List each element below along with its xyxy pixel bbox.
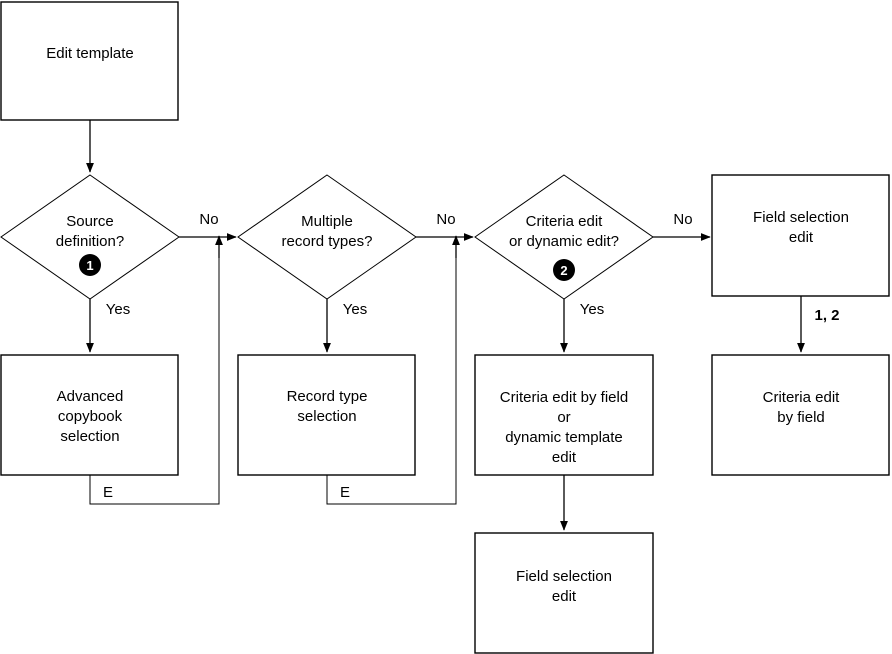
node-source-definition[interactable] [0, 174, 180, 300]
edge-label-yes-2: Yes [343, 301, 367, 318]
node-source-definition-line1: Source [66, 213, 114, 230]
node-field-selection-edit-bottom-line1: Field selection [516, 568, 612, 585]
node-criteria-edit-dynamic-template-line3: dynamic template [505, 429, 623, 446]
edge-label-no-2: No [436, 211, 455, 228]
edge-label-return-e-1: E [103, 484, 113, 501]
node-criteria-or-dynamic-edit-line1: Criteria edit [526, 213, 604, 230]
node-advanced-copybook-selection-line2: copybook [58, 408, 123, 425]
edge-label-yes-3: Yes [580, 301, 604, 318]
node-field-selection-edit-right[interactable] [711, 174, 890, 297]
badge-label-two: 2 [560, 263, 567, 278]
connector-return-loop-advanced-copybook [89, 244, 220, 505]
node-criteria-edit-dynamic-template-line4: edit [552, 449, 577, 466]
node-multiple-record-types[interactable] [237, 174, 417, 300]
node-criteria-edit-by-field[interactable] [711, 354, 890, 476]
edge-label-one-two: 1, 2 [814, 307, 839, 324]
badge-label-one: 1 [86, 258, 93, 273]
badge-circle-two [553, 259, 575, 281]
node-multiple-record-types-line2: record types? [282, 233, 373, 250]
node-record-type-selection-line2: selection [297, 408, 356, 425]
node-field-selection-edit-bottom[interactable] [474, 532, 654, 654]
node-advanced-copybook-selection[interactable] [0, 354, 179, 476]
edge-label-no-1: No [199, 211, 218, 228]
node-criteria-edit-dynamic-template-line2: or [557, 409, 570, 426]
node-field-selection-edit-bottom-line2: edit [552, 588, 577, 605]
node-record-type-selection[interactable] [237, 354, 416, 476]
node-multiple-record-types-line1: Multiple [301, 213, 353, 230]
node-advanced-copybook-selection-line3: selection [60, 428, 119, 445]
node-edit-template-label: Edit template [46, 45, 134, 62]
node-record-type-selection-line1: Record type [287, 388, 368, 405]
node-field-selection-edit-right-line2: edit [789, 229, 814, 246]
node-field-selection-edit-right-line1: Field selection [753, 209, 849, 226]
node-criteria-edit-dynamic-template-line1: Criteria edit by field [500, 389, 628, 406]
node-criteria-edit-dynamic-template[interactable] [474, 354, 654, 476]
node-criteria-edit-by-field-line1: Criteria edit [763, 389, 841, 406]
node-source-definition-line2: definition? [56, 233, 124, 250]
edge-label-return-e-2: E [340, 484, 350, 501]
node-criteria-edit-by-field-line2: by field [777, 409, 825, 426]
edge-label-no-3: No [673, 211, 692, 228]
badge-circle-one [79, 254, 101, 276]
node-criteria-or-dynamic-edit[interactable] [474, 174, 654, 300]
connector-return-loop-record-type [326, 244, 457, 505]
node-edit-template[interactable] [0, 1, 179, 121]
edge-label-yes-1: Yes [106, 301, 130, 318]
node-criteria-or-dynamic-edit-line2: or dynamic edit? [509, 233, 619, 250]
node-advanced-copybook-selection-line1: Advanced [57, 388, 124, 405]
